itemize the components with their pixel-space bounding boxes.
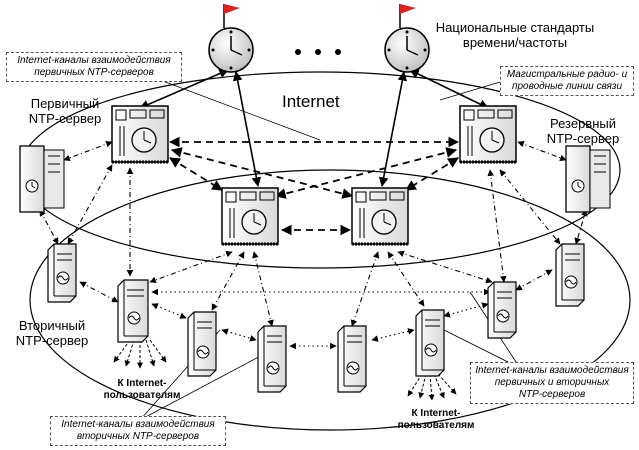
primary-server-icon bbox=[351, 187, 409, 246]
user-links-left bbox=[113, 339, 167, 369]
national-standards-label: Национальные стандарты времени/частоты bbox=[435, 20, 595, 50]
secondary-server-icon bbox=[47, 243, 77, 303]
users-label-left: К Internet- пользователям bbox=[103, 378, 181, 401]
secondary-server-icon bbox=[415, 309, 445, 377]
user-links-right bbox=[407, 373, 457, 401]
primary-server-label: Первичный NTP-сервер bbox=[28, 96, 102, 126]
backup-server-label: Резервный NTP-сервер bbox=[546, 116, 620, 146]
national-clock-icon bbox=[384, 4, 430, 73]
users-label-right: К Internet- пользователям bbox=[397, 408, 475, 431]
ellipsis-dots bbox=[295, 49, 341, 55]
backup-server-icon bbox=[19, 145, 65, 213]
standard-links bbox=[139, 69, 489, 187]
secondary-server-icon bbox=[555, 243, 585, 307]
callout-primary-secondary-channels: Internet-каналы взаимодействия первичных… bbox=[470, 362, 634, 404]
flag-icon bbox=[224, 4, 240, 14]
secondary-links bbox=[151, 288, 491, 350]
callout-secondary-channels: Internet-каналы взаимодействия вторичных… bbox=[50, 416, 226, 446]
secondary-server-icon bbox=[337, 325, 367, 393]
secondary-server-icon bbox=[117, 279, 149, 343]
primary-server-icon bbox=[111, 105, 169, 164]
secondary-server-icon bbox=[487, 281, 517, 339]
secondary-server-icon bbox=[257, 325, 287, 393]
primary-links bbox=[168, 136, 460, 236]
flag-icon bbox=[400, 4, 416, 14]
primary-server-icon bbox=[221, 187, 279, 246]
callout-backbone-links: Магистральные радио- и проводные линии с… bbox=[500, 66, 634, 96]
primary-server-icon bbox=[459, 105, 517, 164]
national-clock-icon bbox=[208, 4, 254, 73]
backup-server-icon bbox=[565, 145, 611, 213]
callout-primary-channels: Internet-каналы взаимодействия первичных… bbox=[6, 52, 182, 82]
secondary-server-label: Вторичный NTP-сервер bbox=[15, 318, 89, 348]
secondary-server-icon bbox=[187, 311, 217, 377]
internet-label: Internet bbox=[282, 92, 340, 111]
